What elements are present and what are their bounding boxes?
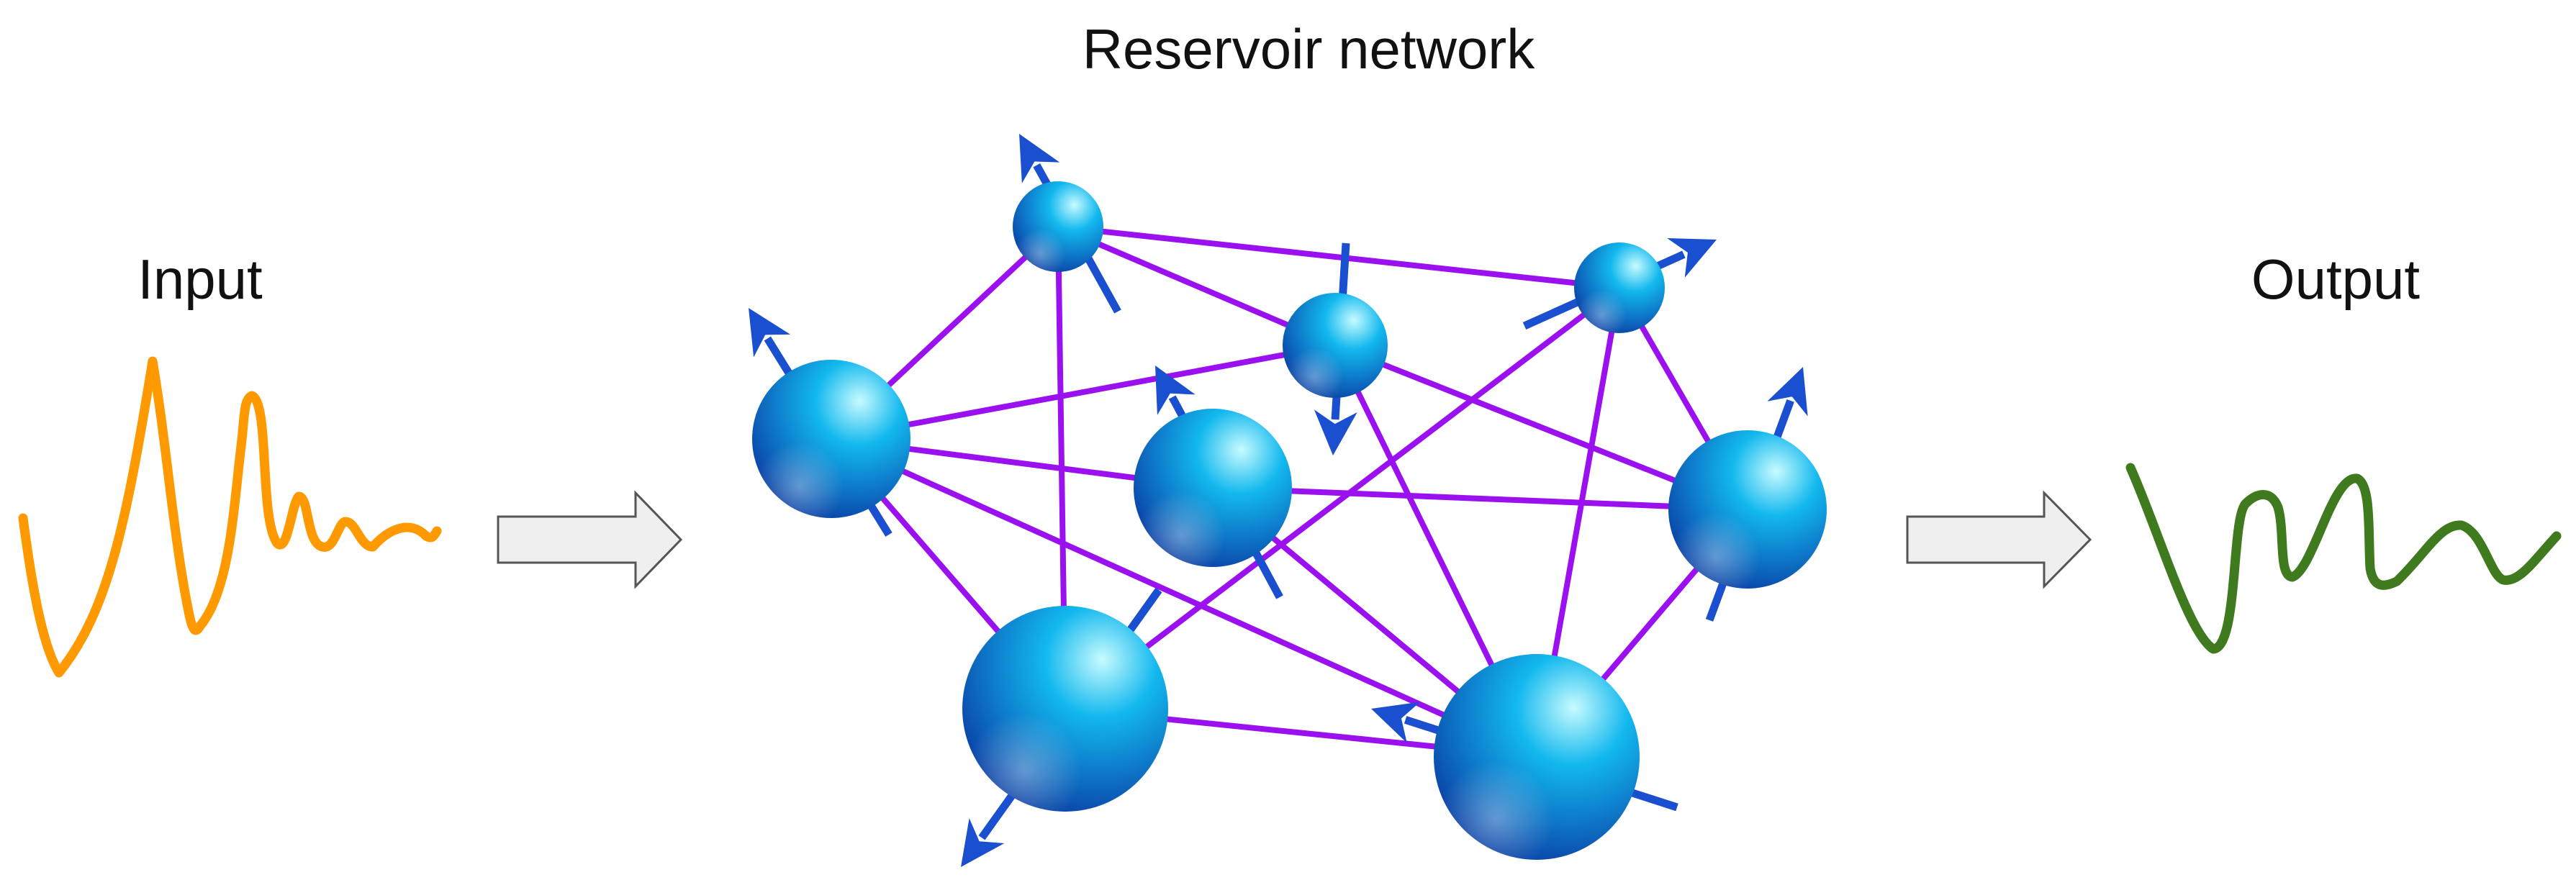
reservoir-node: [1134, 409, 1292, 567]
connection-line: [1212, 485, 1748, 512]
reservoir-node: [752, 360, 910, 518]
reservoir-node: [1013, 181, 1103, 272]
title-label: Reservoir network: [1083, 17, 1536, 81]
connection-line: [830, 436, 1538, 760]
nodes: [752, 181, 1827, 860]
reservoir-node: [1283, 293, 1388, 398]
input-flow-arrow: [497, 490, 683, 589]
connection-line: [831, 342, 1336, 442]
reservoir-node: [1574, 242, 1665, 333]
output-signal-curve: [2125, 463, 2562, 654]
connection-line: [1063, 285, 1622, 712]
reservoir-node: [1668, 430, 1827, 589]
input-label: Input: [137, 248, 263, 311]
output-label: Output: [2251, 248, 2420, 311]
input-signal-curve: [18, 356, 442, 678]
output-flow-arrow: [1906, 490, 2092, 589]
connection-line: [1057, 224, 1620, 291]
reservoir-node: [962, 606, 1168, 812]
reservoir-node: [1434, 654, 1640, 860]
